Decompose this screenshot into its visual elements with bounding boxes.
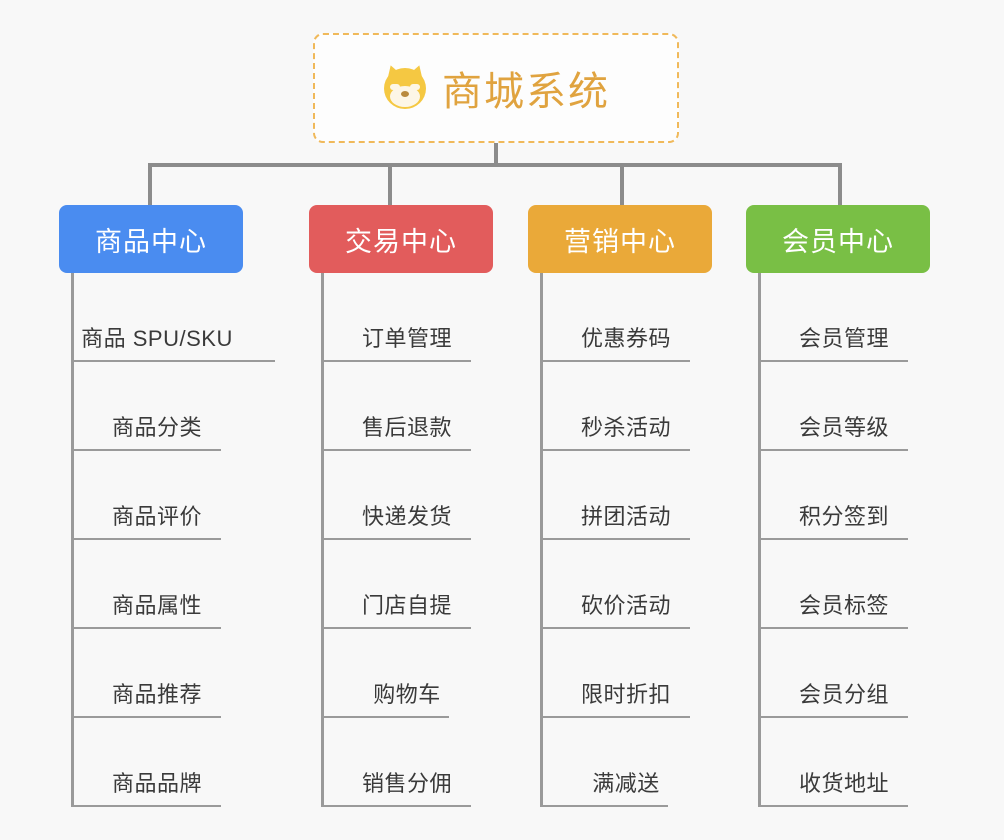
root-node[interactable]: 商城系统: [313, 33, 679, 143]
category-header-trade-center[interactable]: 交易中心: [309, 205, 493, 273]
leaf-item[interactable]: 拼团活动: [528, 451, 712, 540]
column-member-center: 会员中心会员管理会员等级积分签到会员标签会员分组收货地址: [746, 205, 930, 807]
leaf-item-rule: [71, 805, 221, 807]
leaf-item[interactable]: 商品推荐: [59, 629, 243, 718]
leaf-list: 商品 SPU/SKU 商品分类商品评价商品属性商品推荐商品品牌: [59, 273, 275, 807]
leaf-item[interactable]: 商品 SPU/SKU: [59, 273, 275, 362]
leaf-item-rule: [71, 360, 275, 362]
leaf-item-rule: [540, 716, 690, 718]
leaf-item[interactable]: 门店自提: [309, 540, 493, 629]
leaf-item-label: 满减送: [592, 771, 660, 796]
leaf-item-label: 秒杀活动: [580, 415, 671, 440]
leaf-item-rule: [758, 449, 908, 451]
leaf-item[interactable]: 会员分组: [746, 629, 930, 718]
leaf-item-rule: [758, 716, 908, 718]
leaf-item-rule: [540, 538, 690, 540]
category-header-product-center[interactable]: 商品中心: [59, 205, 243, 273]
leaf-item-label: 积分签到: [798, 504, 889, 529]
column-product-center: 商品中心商品 SPU/SKU 商品分类商品评价商品属性商品推荐商品品牌: [59, 205, 275, 807]
column-spine: [71, 273, 74, 807]
leaf-item-rule: [758, 805, 908, 807]
leaf-item-rule: [321, 538, 471, 540]
leaf-item-label: 商品评价: [111, 504, 202, 529]
leaf-item-rule: [321, 627, 471, 629]
leaf-item-label: 会员等级: [798, 415, 889, 440]
leaf-item[interactable]: 会员管理: [746, 273, 930, 362]
leaf-item-rule: [321, 805, 471, 807]
leaf-item-label: 限时折扣: [580, 682, 671, 707]
leaf-item-label: 销售分佣: [361, 771, 452, 796]
leaf-item[interactable]: 秒杀活动: [528, 362, 712, 451]
leaf-item-label: 砍价活动: [580, 593, 671, 618]
leaf-item-rule: [71, 716, 221, 718]
leaf-item-rule: [758, 538, 908, 540]
connector-stem: [494, 143, 498, 165]
leaf-item-label: 购物车: [373, 682, 441, 707]
leaf-item-label: 商品品牌: [111, 771, 202, 796]
leaf-item-label: 收货地址: [798, 771, 889, 796]
leaf-item-rule: [758, 627, 908, 629]
leaf-item-label: 售后退款: [361, 415, 452, 440]
leaf-item[interactable]: 限时折扣: [528, 629, 712, 718]
column-spine: [758, 273, 761, 807]
leaf-item[interactable]: 会员等级: [746, 362, 930, 451]
connector-drop-product: [148, 163, 152, 205]
leaf-item-label: 快递发货: [361, 504, 452, 529]
category-header-member-center[interactable]: 会员中心: [746, 205, 930, 273]
leaf-item-rule: [540, 449, 690, 451]
leaf-item-rule: [71, 538, 221, 540]
leaf-item-label: 优惠券码: [580, 326, 671, 351]
leaf-item[interactable]: 售后退款: [309, 362, 493, 451]
leaf-item-label: 订单管理: [361, 326, 452, 351]
column-spine: [540, 273, 543, 807]
leaf-item[interactable]: 积分签到: [746, 451, 930, 540]
leaf-item-label: 门店自提: [361, 593, 452, 618]
leaf-item[interactable]: 商品评价: [59, 451, 243, 540]
leaf-item-rule: [758, 360, 908, 362]
column-marketing-center: 营销中心优惠券码秒杀活动拼团活动砍价活动限时折扣满减送: [528, 205, 712, 807]
leaf-item-label: 拼团活动: [580, 504, 671, 529]
leaf-item[interactable]: 商品品牌: [59, 718, 243, 807]
leaf-item-rule: [321, 449, 471, 451]
leaf-item[interactable]: 满减送: [528, 718, 712, 807]
leaf-item-label: 会员管理: [798, 326, 889, 351]
shiba-dog-face-icon: [382, 62, 428, 111]
leaf-item[interactable]: 商品属性: [59, 540, 243, 629]
column-spine: [321, 273, 324, 807]
leaf-list: 优惠券码秒杀活动拼团活动砍价活动限时折扣满减送: [528, 273, 712, 807]
leaf-list: 会员管理会员等级积分签到会员标签会员分组收货地址: [746, 273, 930, 807]
category-header-marketing-center[interactable]: 营销中心: [528, 205, 712, 273]
column-trade-center: 交易中心订单管理售后退款快递发货门店自提购物车销售分佣: [309, 205, 493, 807]
leaf-item-rule: [71, 449, 221, 451]
leaf-item[interactable]: 商品分类: [59, 362, 243, 451]
connector-drop-trade: [388, 163, 392, 205]
leaf-item[interactable]: 购物车: [309, 629, 493, 718]
leaf-item[interactable]: 销售分佣: [309, 718, 493, 807]
leaf-item-rule: [540, 627, 690, 629]
leaf-item[interactable]: 砍价活动: [528, 540, 712, 629]
leaf-item-label: 会员分组: [798, 682, 889, 707]
leaf-item[interactable]: 优惠券码: [528, 273, 712, 362]
leaf-item[interactable]: 快递发货: [309, 451, 493, 540]
leaf-item[interactable]: 订单管理: [309, 273, 493, 362]
leaf-item-rule: [321, 360, 471, 362]
leaf-item-label: 商品属性: [111, 593, 202, 618]
leaf-item[interactable]: 会员标签: [746, 540, 930, 629]
leaf-item-label: 商品分类: [111, 415, 202, 440]
leaf-list: 订单管理售后退款快递发货门店自提购物车销售分佣: [309, 273, 493, 807]
leaf-item-label: 商品 SPU/SKU: [81, 326, 233, 351]
leaf-item-rule: [71, 627, 221, 629]
connector-drop-marketing: [620, 163, 624, 205]
leaf-item-rule: [540, 805, 668, 807]
connector-bus: [148, 163, 840, 167]
leaf-item-label: 会员标签: [798, 593, 889, 618]
root-title: 商城系统: [442, 70, 610, 114]
connector-drop-member: [838, 163, 842, 205]
leaf-item-rule: [321, 716, 449, 718]
leaf-item-rule: [540, 360, 690, 362]
leaf-item-label: 商品推荐: [111, 682, 202, 707]
leaf-item[interactable]: 收货地址: [746, 718, 930, 807]
